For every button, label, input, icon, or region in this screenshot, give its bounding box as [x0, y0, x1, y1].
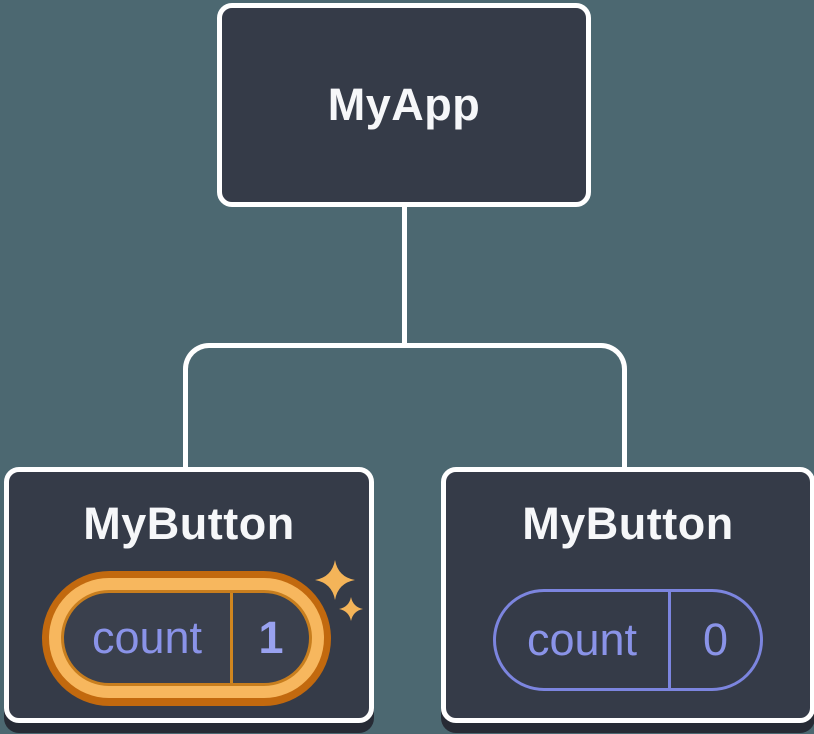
state-pill-divider	[230, 593, 233, 683]
state-pill-glow-ring: count 1	[49, 578, 324, 698]
state-key-label: count	[91, 612, 203, 663]
state-pill-highlighted: count 1	[42, 571, 331, 706]
child-left-title: MyButton	[83, 498, 295, 549]
state-pill-divider	[668, 592, 671, 688]
state-value: 1	[258, 612, 284, 663]
state-value: 0	[702, 614, 729, 665]
state-pill-body: count 1	[61, 590, 312, 686]
root-component-card: MyApp	[217, 3, 591, 207]
state-pill-plain: count 0	[493, 589, 763, 691]
tree-stem-connector	[402, 207, 407, 348]
tree-branch-connector	[183, 343, 627, 470]
sparkle-icon	[315, 560, 363, 621]
child-component-card-left: MyButton count 1	[4, 467, 374, 723]
child-component-card-right: MyButton count 0	[441, 467, 814, 723]
state-key-label: count	[526, 614, 638, 665]
root-component-title: MyApp	[327, 79, 481, 130]
child-right-title: MyButton	[522, 498, 734, 549]
